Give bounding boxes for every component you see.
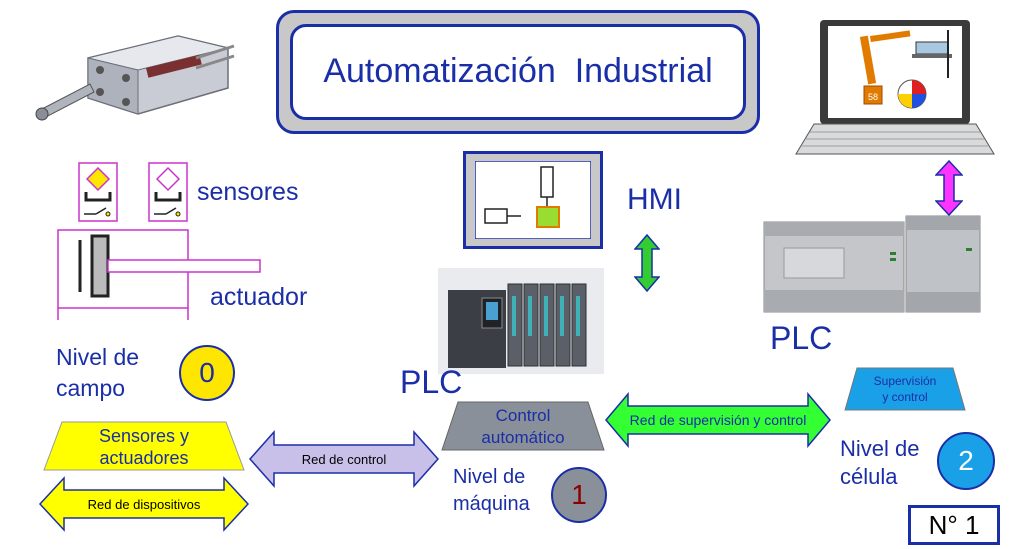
red-supervision-arrow: Red de supervisión y control xyxy=(605,392,831,448)
pneumatic-cylinder-image xyxy=(35,35,235,121)
hmi-screen xyxy=(475,161,591,239)
supervision-line2: y control xyxy=(882,390,927,404)
page-title: Automatización Industrial xyxy=(323,52,713,90)
level-0-badge: 0 xyxy=(179,345,235,401)
red-supervision-label: Red de supervisión y control xyxy=(630,412,807,428)
red-control-arrow: Red de control xyxy=(248,430,440,488)
level-1-line1: Nivel de xyxy=(453,466,526,488)
laptop-counter: 58 xyxy=(868,92,878,102)
cylinder-body xyxy=(87,35,235,115)
laptop-scada-image: 58 xyxy=(795,20,995,155)
level-1-line2: máquina xyxy=(453,493,530,515)
red-dispositivos-arrow: Red de dispositivos xyxy=(38,476,250,532)
sensores-actuadores-box: Sensores y actuadores xyxy=(43,421,245,471)
level-2-number: 2 xyxy=(958,445,974,476)
control-automatico-box: Control automático xyxy=(441,401,605,451)
laptop-plc-arrow xyxy=(935,160,963,216)
red-control-label: Red de control xyxy=(302,452,387,467)
level-2-badge: 2 xyxy=(937,432,995,490)
sensores-actuadores-line2: actuadores xyxy=(99,448,188,468)
actuador-label: actuador xyxy=(210,283,308,311)
hmi-plc-arrow xyxy=(634,234,660,292)
sensores-actuadores-line1: Sensores y xyxy=(99,426,189,446)
level-0-line1: Nivel de xyxy=(56,344,140,370)
sensor-symbol-2 xyxy=(148,162,188,222)
level-0-number: 0 xyxy=(199,357,215,388)
slide-number-badge: N° 1 xyxy=(908,505,1000,545)
slide-number: N° 1 xyxy=(928,510,980,540)
supervision-box: Supervisión y control xyxy=(844,367,966,411)
level-2-line2: célula xyxy=(840,464,898,489)
plc-left-label: PLC xyxy=(400,364,463,400)
sensor-symbol-1 xyxy=(78,162,118,222)
plc-s71500-image xyxy=(438,268,604,374)
level-1-badge: 1 xyxy=(551,467,607,523)
plc-right-label: PLC xyxy=(770,320,833,356)
control-automatico-line1: Control xyxy=(496,406,551,425)
hmi-label: HMI xyxy=(627,183,682,216)
level-2-line1: Nivel de xyxy=(840,436,920,461)
level-1-number: 1 xyxy=(571,479,587,510)
level-0-line2: campo xyxy=(56,375,126,401)
title-inner-frame xyxy=(290,24,746,120)
supervision-line1: Supervisión xyxy=(874,374,937,388)
sensores-label: sensores xyxy=(197,178,299,206)
control-automatico-line2: automático xyxy=(481,428,564,447)
red-dispositivos-label: Red de dispositivos xyxy=(88,497,201,512)
piston-rod xyxy=(35,83,95,121)
actuator-symbol xyxy=(57,229,261,320)
plc-s71200-image xyxy=(763,215,981,313)
